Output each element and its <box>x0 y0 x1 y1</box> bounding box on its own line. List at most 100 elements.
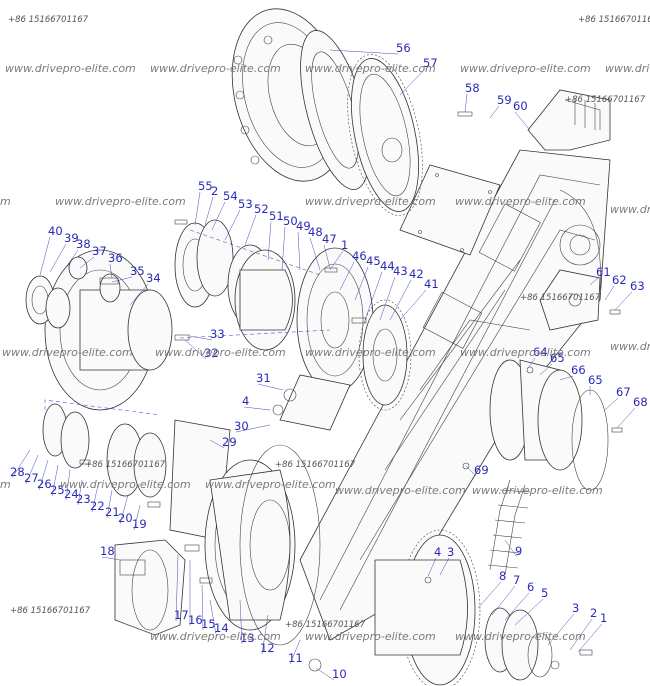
site-watermark: www.drivepro-elite.com <box>305 195 436 208</box>
callout-41: 41 <box>424 277 439 291</box>
leader-line-1 <box>329 250 344 271</box>
callout-55: 55 <box>198 179 213 193</box>
site-watermark: www.drivepro-elite.com <box>610 340 650 353</box>
leader-line-61 <box>589 277 599 286</box>
callout-65: 65 <box>550 351 565 365</box>
site-watermark: www.drivepro-elite.com <box>335 484 466 497</box>
callout-30: 30 <box>234 419 249 433</box>
leader-line-52 <box>244 214 257 246</box>
phone-watermark: +86 15166701167 <box>285 620 366 630</box>
site-watermark: www.drivepro-elite.com <box>455 630 586 643</box>
callout-11: 11 <box>288 651 303 665</box>
callout-63: 63 <box>630 279 645 293</box>
site-watermark: www.drivepro-elite.com <box>472 484 603 497</box>
site-watermark: www.drivepro-elite.com <box>150 62 281 75</box>
callout-59: 59 <box>497 93 512 107</box>
leader-line-44 <box>364 271 383 321</box>
lower-left-plates <box>42 403 231 541</box>
leader-line-18 <box>101 556 121 561</box>
site-watermark: www.drivepro-elite.com <box>305 62 436 75</box>
callout-52: 52 <box>254 202 269 216</box>
callout-10: 10 <box>332 667 347 681</box>
leader-line-65 <box>539 363 553 376</box>
site-watermark: www.drivepro-elite.com <box>60 478 191 491</box>
leader-line-47 <box>323 244 331 269</box>
middle-disc-set <box>234 247 374 393</box>
leader-line-31 <box>257 383 284 391</box>
callout-31: 31 <box>256 371 271 385</box>
leader-line-48 <box>309 237 321 271</box>
watermark-layer: +86 15166701167 +86 15166701167 +86 1516… <box>0 15 650 643</box>
leader-line-40 <box>39 236 51 276</box>
leader-line-63 <box>614 291 633 311</box>
leader-line-20 <box>119 494 129 525</box>
bearing-housing <box>489 359 609 491</box>
callout-49: 49 <box>296 219 311 233</box>
callout-29: 29 <box>222 435 237 449</box>
callout-69: 69 <box>474 463 489 477</box>
bracket-part <box>527 89 611 151</box>
callout-24: 24 <box>64 487 79 501</box>
site-watermark: www.drivepro-elite.com <box>460 346 591 359</box>
left-hub-stack <box>25 249 173 411</box>
callout-60: 60 <box>513 99 528 113</box>
callout-39: 39 <box>64 231 79 245</box>
leader-line-38 <box>63 249 79 271</box>
callout-56: 56 <box>396 41 411 55</box>
callout-28: 28 <box>10 465 25 479</box>
callout-20: 20 <box>118 511 133 525</box>
bottom-hub <box>204 459 296 631</box>
leader-line-14 <box>209 599 217 635</box>
site-watermark: www.drivepro-elite.com <box>5 62 136 75</box>
site-watermark: www.drivepro-elite.com <box>155 346 286 359</box>
leader-line-37 <box>79 256 95 269</box>
callout-22: 22 <box>90 499 105 513</box>
callout-47: 47 <box>322 232 337 246</box>
leader-line-10 <box>315 667 335 681</box>
bottom-motor <box>114 539 186 636</box>
site-watermark: www.drivepro-elite.com <box>0 195 11 208</box>
bolts <box>79 111 623 672</box>
callout-3: 3 <box>447 545 454 559</box>
callout-17: 17 <box>174 608 189 622</box>
leader-line-17 <box>175 554 179 622</box>
callout-44: 44 <box>380 259 395 273</box>
leader-line-6 <box>504 592 530 621</box>
leader-line-26 <box>38 459 49 491</box>
leader-line-2 <box>204 196 214 226</box>
leader-line-9 <box>504 539 518 558</box>
leader-line-41 <box>399 289 427 321</box>
leader-line-21 <box>106 489 113 519</box>
leader-line-7 <box>491 585 516 616</box>
callout-4: 4 <box>434 545 441 559</box>
leader-line-64 <box>527 357 536 369</box>
callout-4: 4 <box>242 394 249 408</box>
callout-2: 2 <box>590 606 597 620</box>
callout-13: 13 <box>240 631 255 645</box>
callout-51: 51 <box>269 209 284 223</box>
callout-53: 53 <box>238 197 253 211</box>
top-sprocket <box>347 54 423 216</box>
leader-line-27 <box>25 454 39 485</box>
leader-line-54 <box>211 201 226 231</box>
callout-37: 37 <box>92 244 107 258</box>
leader-line-45 <box>354 266 369 301</box>
callout-6: 6 <box>527 580 534 594</box>
site-watermark: www.drivepro-elite.com <box>605 62 650 75</box>
callout-32: 32 <box>204 346 219 360</box>
callout-67: 67 <box>616 385 631 399</box>
end-cap <box>484 607 553 681</box>
leader-line-4 <box>243 406 271 411</box>
callout-27: 27 <box>24 471 39 485</box>
leader-line-12 <box>261 614 269 655</box>
leader-line-33 <box>189 335 213 341</box>
leader-line-56 <box>329 49 399 55</box>
leader-line-15 <box>201 584 204 631</box>
callout-58: 58 <box>465 81 480 95</box>
leader-line-69 <box>465 465 477 477</box>
callout-1: 1 <box>341 238 348 252</box>
leader-line-11 <box>289 639 301 665</box>
callout-43: 43 <box>393 264 408 278</box>
leader-line-35 <box>111 276 133 283</box>
